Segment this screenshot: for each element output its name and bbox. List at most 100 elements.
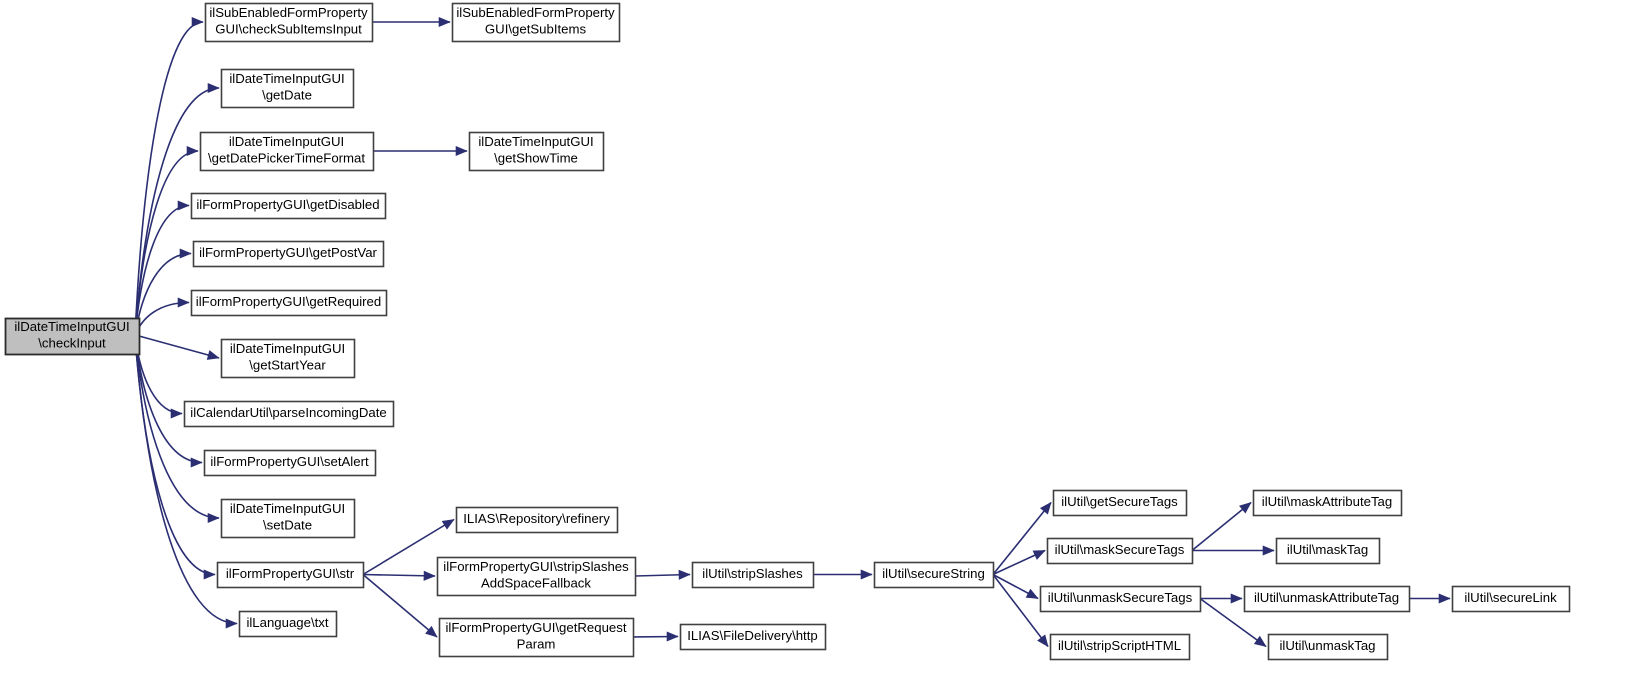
edge-line [1191, 501, 1252, 552]
graph-edge-checkSubItemsInput-to-getSubItems [372, 16, 451, 28]
node-label: GUI\getSubItems [485, 22, 587, 37]
node-label: ilFormPropertyGUI\stripSlashes [443, 559, 629, 574]
edge-arrowhead [1037, 634, 1049, 648]
graph-node-getDate[interactable]: ilDateTimeInputGUI\getDate [220, 68, 355, 109]
edge-arrowhead [177, 200, 190, 211]
graph-edge-checkInput-to-txt [134, 335, 238, 629]
node-label: ilDateTimeInputGUI [229, 71, 344, 86]
graph-node-getSecureTags[interactable]: ilUtil\getSecureTags [1052, 489, 1188, 517]
node-label: ilUtil\secureLink [1464, 590, 1557, 605]
graph-node-getStartYear[interactable]: ilDateTimeInputGUI \getStartYear [220, 338, 356, 379]
graph-node-stripSlashes[interactable]: ilUtil\stripSlashes [691, 561, 815, 589]
graph-node-getDisabled[interactable]: ilFormPropertyGUI\getDisabled [190, 192, 387, 220]
node-label: ilCalendarUtil\parseIncomingDate [190, 405, 386, 420]
graph-node-maskTag[interactable]: ilUtil\maskTag [1275, 537, 1381, 565]
edge-arrowhead [423, 570, 436, 581]
graph-node-unmaskTag[interactable]: ilUtil\unmaskTag [1267, 633, 1389, 661]
graph-node-str[interactable]: ilFormPropertyGUI\str [216, 561, 365, 589]
edge-line [138, 335, 220, 359]
graph-node-getPostVar[interactable]: ilFormPropertyGUI\getPostVar [192, 240, 385, 268]
edge-line [362, 573, 436, 577]
edge-arrowhead [190, 457, 203, 468]
graph-edge-str-to-stripSlashesAddSpaceFallback [362, 570, 436, 581]
graph-node-getDatePickerTimeFormat[interactable]: ilDateTimeInputGUI\getDatePickerTimeForm… [199, 131, 375, 172]
graph-node-checkInput[interactable]: ilDateTimeInputGUI\checkInput [4, 317, 141, 356]
node-label: ilDateTimeInputGUI [230, 501, 345, 516]
edge-line [992, 501, 1052, 576]
node-box [1243, 585, 1411, 613]
node-label: ilUtil\unmaskAttributeTag [1254, 590, 1399, 605]
edge-arrowhead [206, 350, 220, 360]
graph-node-parseIncomingDate[interactable]: ilCalendarUtil\parseIncomingDate [183, 400, 395, 428]
node-label: Param [517, 637, 556, 652]
node-label: ilFormPropertyGUI\getRequest [445, 620, 626, 635]
graph-node-setAlert[interactable]: ilFormPropertyGUI\setAlert [203, 449, 377, 477]
graph-node-setDate[interactable]: ilDateTimeInputGUI\setDate [220, 498, 356, 539]
node-label: \getStartYear [249, 358, 326, 373]
graph-node-secureString[interactable]: ilUtil\secureString [873, 561, 995, 589]
node-layer: ilDateTimeInputGUI\checkInputilSubEnable… [4, 2, 1571, 661]
node-box [691, 561, 815, 589]
edge-arrowhead [1032, 550, 1046, 560]
graph-edge-unmaskSecureTags-to-unmaskAttributeTag [1200, 593, 1243, 604]
graph-node-checkSubItemsInput[interactable]: ilSubEnabledFormPropertyGUI\checkSubItem… [204, 2, 374, 43]
edge-arrowhead [1230, 593, 1243, 604]
edge-arrowhead [225, 618, 238, 629]
graph-node-unmaskSecureTags[interactable]: ilUtil\unmaskSecureTags [1039, 585, 1202, 613]
node-box [1046, 537, 1194, 565]
edge-line [134, 335, 220, 519]
node-box [438, 617, 635, 658]
graph-node-fileDeliveryHttp[interactable]: ILIAS\FileDelivery\http [679, 623, 827, 651]
edge-arrowhead [441, 519, 455, 530]
edge-arrowhead [207, 512, 220, 524]
graph-node-maskSecureTags[interactable]: ilUtil\maskSecureTags [1046, 537, 1194, 565]
graph-node-getRequired[interactable]: ilFormPropertyGUI\getRequired [190, 289, 388, 317]
node-label: AddSpaceFallback [481, 576, 591, 591]
node-label: ilDateTimeInputGUI [229, 134, 344, 149]
node-label: ilFormPropertyGUI\getRequired [196, 294, 381, 309]
node-label: ilUtil\secureString [882, 566, 985, 581]
graph-node-maskAttributeTag[interactable]: ilUtil\maskAttributeTag [1252, 489, 1403, 517]
node-label: ilLanguage\txt [246, 615, 328, 630]
graph-node-stripSlashesAddSpaceFallback[interactable]: ilFormPropertyGUI\stripSlashesAddSpaceFa… [436, 556, 637, 597]
graph-node-getShowTime[interactable]: ilDateTimeInputGUI\getShowTime [468, 131, 605, 172]
graph-edge-str-to-getRequestParam [362, 573, 438, 638]
node-box [1275, 537, 1381, 565]
node-box [238, 610, 338, 638]
graph-edge-str-to-refinery [362, 518, 455, 576]
edge-arrowhead [438, 16, 451, 28]
graph-edge-checkInput-to-getStartYear [138, 335, 220, 360]
graph-node-refinery[interactable]: ILIAS\Repository\refinery [455, 506, 619, 534]
graph-node-stripScriptHTML[interactable]: ilUtil\stripScriptHTML [1049, 633, 1191, 661]
node-box [220, 338, 356, 379]
node-box [468, 131, 605, 172]
node-label: \checkInput [38, 336, 106, 351]
edge-line [134, 150, 199, 337]
edge-arrowhead [207, 82, 220, 94]
graph-node-secureLink[interactable]: ilUtil\secureLink [1451, 585, 1571, 613]
node-box [1267, 633, 1389, 661]
graph-edge-unmaskAttributeTag-to-secureLink [1409, 593, 1451, 604]
node-label: ilDateTimeInputGUI [230, 341, 345, 356]
graph-edge-maskSecureTags-to-maskTag [1192, 545, 1275, 556]
graph-node-txt[interactable]: ilLanguage\txt [238, 610, 338, 638]
edge-line [362, 573, 438, 638]
node-label: ilUtil\maskSecureTags [1055, 542, 1185, 557]
edge-line [992, 574, 1049, 647]
graph-edge-secureString-to-stripScriptHTML [992, 574, 1049, 648]
graph-edge-stripSlashes-to-secureString [813, 569, 873, 580]
node-box [192, 240, 385, 268]
node-label: ilFormPropertyGUI\setAlert [210, 454, 369, 469]
graph-edge-checkInput-to-checkSubItemsInput [134, 16, 204, 337]
node-label: ilUtil\maskTag [1287, 542, 1368, 557]
edge-arrowhead [1253, 635, 1267, 647]
node-box [1049, 633, 1191, 661]
graph-node-unmaskAttributeTag[interactable]: ilUtil\unmaskAttributeTag [1243, 585, 1411, 613]
graph-edge-secureString-to-maskSecureTags [992, 549, 1046, 576]
node-label: ilUtil\getSecureTags [1061, 494, 1178, 509]
node-box [204, 2, 374, 43]
